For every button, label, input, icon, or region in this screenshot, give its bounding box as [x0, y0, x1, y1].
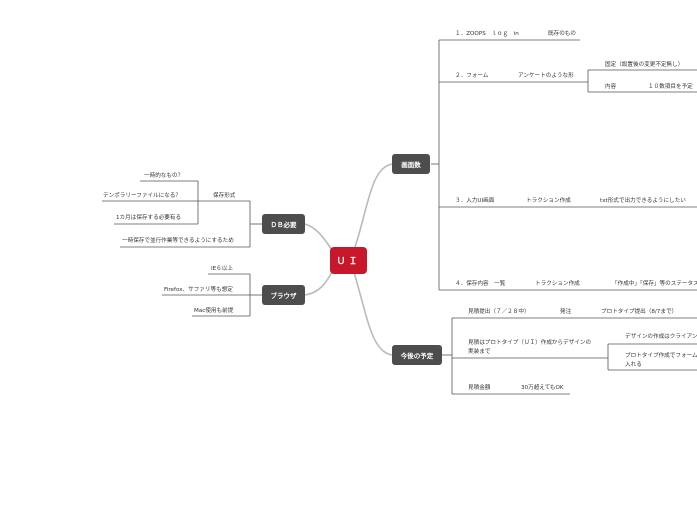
browser-leaf-b: Firefox、サファリ等も想定: [164, 287, 233, 293]
screens-item4-sub: トラクション作成: [535, 281, 580, 287]
screens-item2-leaf-b-label: 内容: [605, 84, 617, 90]
screens-item3-sub: トラクション作成: [526, 198, 571, 204]
plan-item2-leaf-b-line1: プロトタイプ作成でフォーム: [625, 353, 697, 359]
screens-item2-leaf-a: 固定（設置後の変更不定無し）: [605, 62, 684, 68]
db-sub-label: 保存形式: [213, 193, 236, 199]
plan-item2-leaf-a: デザインの作成はクライアン: [625, 334, 697, 340]
db-leaf-d: 一時保存で並行作業等できるようにするため: [122, 238, 234, 244]
plan-item2-label-line2: 実装まで: [468, 349, 491, 355]
plan-node[interactable]: 今後の予定: [392, 345, 442, 365]
browser-leaf-c: Mac使用も前提: [194, 308, 234, 314]
db-leaf-c: 1カ月は保存する必要有る: [116, 215, 182, 221]
screens-item2-sub: アンケートのような形: [518, 73, 574, 79]
root-node[interactable]: ＵＩ: [330, 247, 367, 274]
screens-item1-label: １．ZOOPS ｌｏｇ in: [455, 31, 519, 37]
db-leaf-a: 一時的なもの？: [144, 173, 184, 179]
screens-node[interactable]: 画面数: [392, 154, 430, 174]
screens-item3-label: ３．入力UI画面: [455, 198, 495, 204]
db-node[interactable]: ＤＢ必要: [262, 214, 305, 234]
screens-item2-label: ２．フォーム: [455, 73, 489, 79]
screens-item4-note: 「作成中」「保存」等のステータス: [612, 281, 697, 287]
browser-node[interactable]: ブラウザ: [262, 285, 305, 305]
plan-item2-label-line1: 見積はプロトタイプ（ＵＩ）作成からデザインの: [468, 340, 592, 346]
screens-item2-leaf-b-value: １０数項目を予定: [648, 84, 693, 90]
plan-item1-sub: 発注: [560, 309, 572, 315]
plan-item1-note: プロトタイプ提出（8/7まで）: [601, 309, 678, 315]
browser-leaf-a: IE６以上: [211, 266, 233, 272]
screens-item3-note: txt形式で出力できるようにしたい: [600, 198, 686, 204]
plan-item3-note: 30万超えてもOK: [521, 385, 564, 391]
screens-item1-note: 既存のもの: [548, 31, 576, 37]
plan-item2-leaf-b-line2: 入れる: [625, 362, 642, 368]
screens-item4-label: ４．保存内容 一覧: [455, 281, 506, 287]
plan-item1-label: 見積提出（７／２８中）: [468, 309, 530, 315]
db-leaf-b: テンポラリーファイルになる？: [103, 193, 181, 199]
plan-item3-label: 見積金額: [468, 385, 491, 391]
